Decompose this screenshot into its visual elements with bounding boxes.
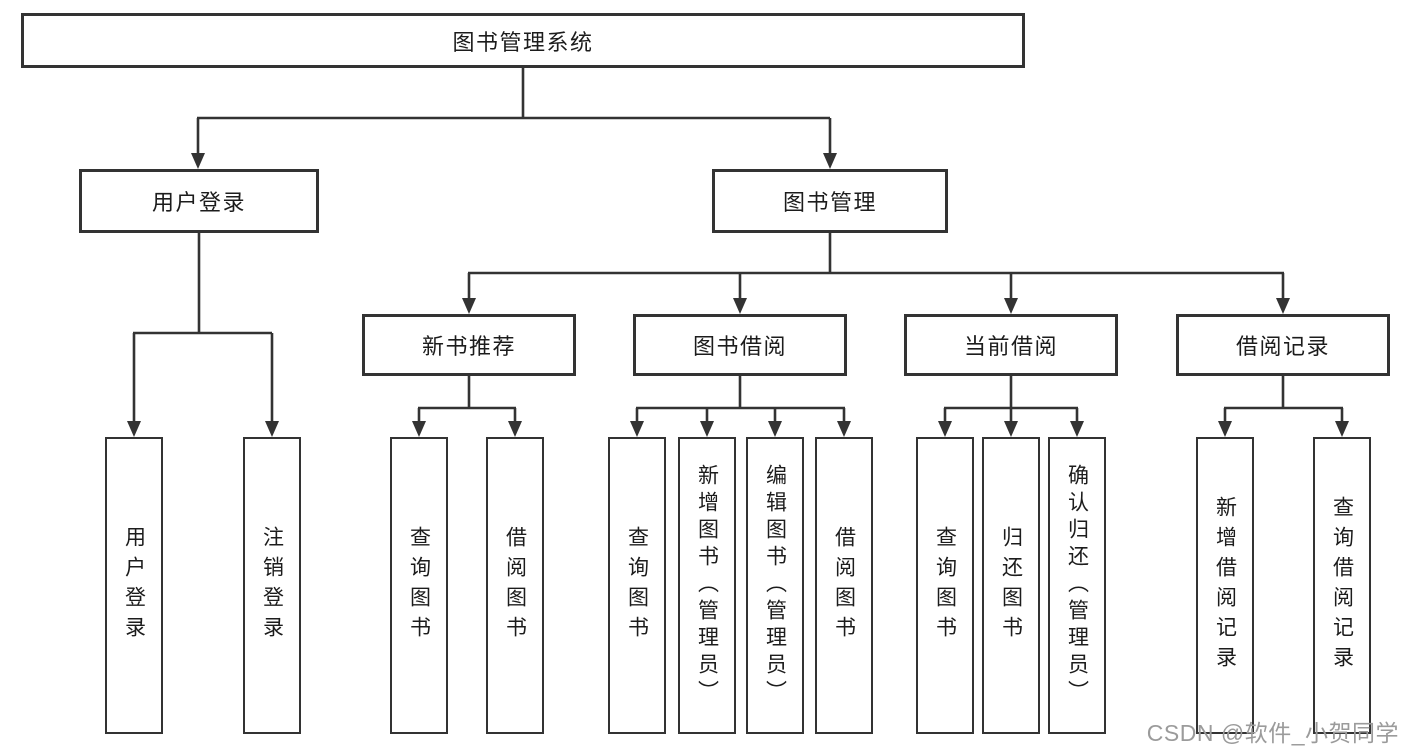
leaf-logout: 注销登录	[243, 437, 301, 734]
leaf-add-books-admin-label: 新增图书（管理员）	[695, 464, 719, 707]
leaf-edit-books-admin: 编辑图书（管理员）	[746, 437, 804, 734]
leaf-confirm-return-admin: 确认归还（管理员）	[1048, 437, 1106, 734]
csdn-watermark: CSDN @软件_小贺同学	[1146, 720, 1399, 746]
leaf-return-books: 归还图书	[982, 437, 1040, 734]
leaf-query-books-borrow: 查询图书	[608, 437, 666, 734]
node-book-borrow-label: 图书借阅	[692, 334, 787, 359]
leaf-query-books-recommend-label: 查询图书	[407, 525, 431, 646]
leaf-return-books-label: 归还图书	[999, 525, 1023, 646]
leaf-user-login: 用户登录	[105, 437, 163, 734]
leaf-logout-label: 注销登录	[260, 525, 284, 646]
node-book-management-label: 图书管理	[782, 190, 877, 215]
node-current-borrow-label: 当前借阅	[963, 334, 1058, 359]
leaf-add-borrow-record-label: 新增借阅记录	[1213, 495, 1237, 676]
node-user-login: 用户登录	[79, 169, 319, 233]
leaf-query-books-current-label: 查询图书	[933, 525, 957, 646]
leaf-query-books-borrow-label: 查询图书	[625, 525, 649, 646]
leaf-add-borrow-record: 新增借阅记录	[1196, 437, 1254, 734]
leaf-edit-books-admin-label: 编辑图书（管理员）	[763, 464, 787, 707]
leaf-confirm-return-admin-label: 确认归还（管理员）	[1065, 464, 1089, 707]
node-root: 图书管理系统	[21, 13, 1025, 68]
node-borrow-records-label: 借阅记录	[1235, 334, 1330, 359]
leaf-user-login-label: 用户登录	[122, 525, 146, 646]
node-current-borrow: 当前借阅	[904, 314, 1118, 376]
leaf-query-borrow-record: 查询借阅记录	[1313, 437, 1371, 734]
leaf-borrow-books-recommend: 借阅图书	[486, 437, 544, 734]
leaf-borrow-books: 借阅图书	[815, 437, 873, 734]
leaf-borrow-books-label: 借阅图书	[832, 525, 856, 646]
leaf-query-books-current: 查询图书	[916, 437, 974, 734]
node-root-label: 图书管理系统	[452, 29, 594, 55]
leaf-add-books-admin: 新增图书（管理员）	[678, 437, 736, 734]
leaf-query-borrow-record-label: 查询借阅记录	[1330, 495, 1354, 676]
node-new-book-recommend-label: 新书推荐	[421, 334, 516, 359]
node-borrow-records: 借阅记录	[1176, 314, 1390, 376]
node-new-book-recommend: 新书推荐	[362, 314, 576, 376]
node-book-borrow: 图书借阅	[633, 314, 847, 376]
leaf-query-books-recommend: 查询图书	[390, 437, 448, 734]
node-book-management: 图书管理	[712, 169, 948, 233]
leaf-borrow-books-recommend-label: 借阅图书	[503, 525, 527, 646]
node-user-login-label: 用户登录	[151, 190, 246, 215]
